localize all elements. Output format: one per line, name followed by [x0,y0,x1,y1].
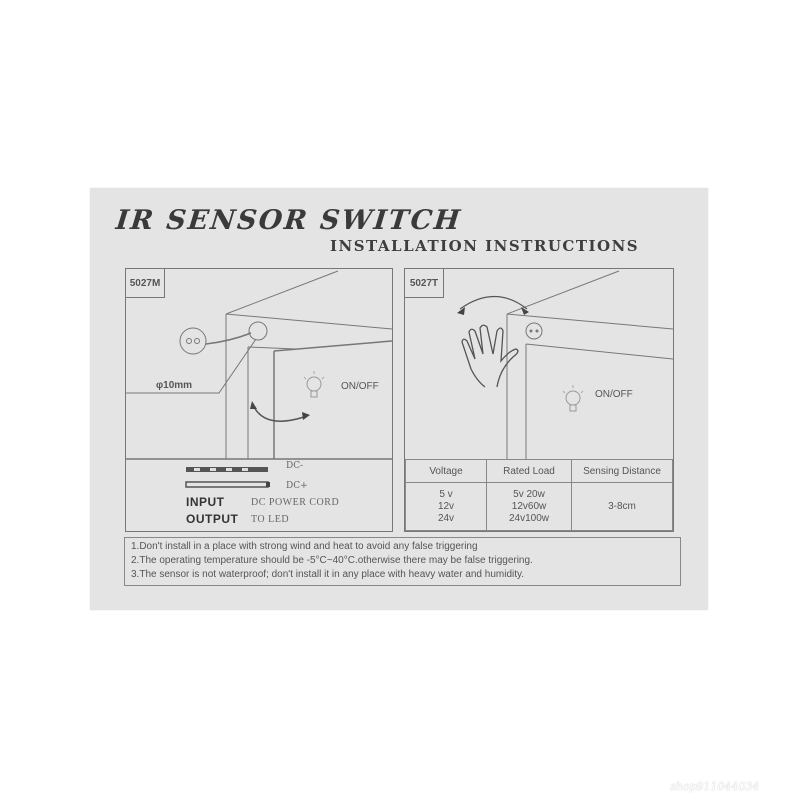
input-label: INPUT [186,495,225,509]
sensor-icon [525,322,543,340]
light-bulb-icon [303,371,325,398]
load-12v: 12v60w [511,500,547,512]
sensor-icon [179,321,268,355]
output-label: OUTPUT [186,512,239,526]
dc-minus-label: DC- [286,461,304,471]
dc-plus-label: DC+ [286,481,308,491]
panel-5027m: 5027M φ10mm ON/OFF DC- DC+ INPUT DC POWE… [125,268,393,532]
on-off-label: ON/OFF [341,381,379,392]
spec-table: Voltage Rated Load Sensing Distance 5 v … [405,459,673,531]
voltage-5v: 5 v [439,488,453,500]
output-desc: TO LED [251,514,290,525]
sensing-distance-cell: 3-8cm [571,482,673,531]
rated-load-cell: 5v 20w 12v60w 24v100w [486,482,572,531]
document-subtitle: INSTALLATION INSTRUCTIONS [330,237,640,255]
door-frame-diagram [126,270,392,488]
model-tag: 5027M [125,268,165,298]
document-title: IR SENSOR SWITCH [114,205,464,236]
model-tag: 5027T [404,268,444,298]
swipe-arrow-icon [457,296,529,315]
input-desc: DC POWER CORD [251,497,340,508]
shop-watermark: shop911044034 [670,780,760,793]
load-24v: 24v100w [508,512,550,524]
instruction-card [90,188,708,610]
table-header-row: Voltage Rated Load Sensing Distance [405,459,673,483]
col-sensing-distance: Sensing Distance [571,459,673,483]
table-row: 5 v 12v 24v 5v 20w 12v60w 24v100w 3-8cm [405,482,673,531]
note-2: 2.The operating temperature should be -5… [131,555,533,566]
load-5v: 5v 20w [513,488,545,500]
col-rated-load: Rated Load [486,459,572,483]
dimension-label: φ10mm [156,380,193,391]
voltage-cell: 5 v 12v 24v [405,482,487,531]
on-off-label: ON/OFF [595,389,633,400]
notes-box: 1.Don't install in a place with strong w… [124,537,681,586]
light-bulb-icon [562,385,584,412]
swing-arrow-icon [250,401,310,422]
voltage-12v: 12v [437,500,455,512]
col-voltage: Voltage [405,459,487,483]
cabinet-diagram [457,270,673,459]
voltage-24v: 24v [437,512,455,524]
hand-icon [461,324,519,388]
note-3: 3.The sensor is not waterproof; don't in… [131,569,525,580]
note-1: 1.Don't install in a place with strong w… [131,541,478,552]
panel-5027t: 5027T ON/OFF Voltage Rated Load Sensing … [404,268,674,532]
